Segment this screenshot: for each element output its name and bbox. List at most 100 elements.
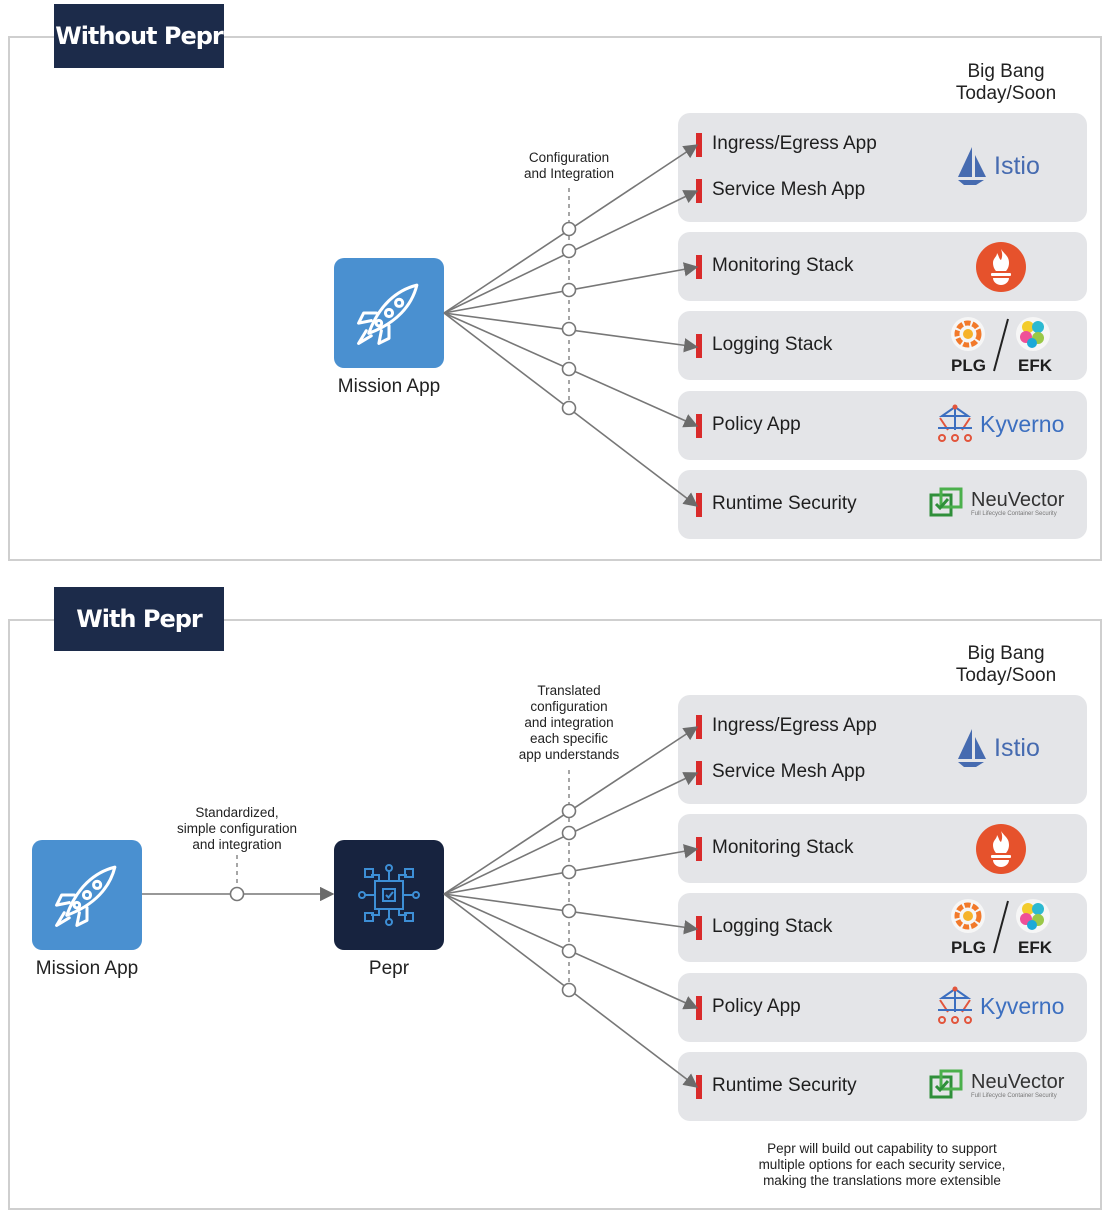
card-marker <box>696 493 702 517</box>
card-runtime: Runtime Security NeuVector Full Lifecycl… <box>678 470 1087 539</box>
pepr-tile <box>334 840 444 950</box>
service-runtime-2: Runtime Security <box>712 1075 857 1096</box>
with-junction-dot <box>561 825 577 841</box>
card-policy-2: Policy App Kyverno <box>678 973 1087 1042</box>
elastic-icon <box>1016 899 1050 933</box>
bigbang-heading-2: Big Bang Today/Soon <box>955 643 1057 686</box>
card-istio-2: Ingress/Egress App Service Mesh App Isti… <box>678 695 1087 804</box>
mission-app-label: Mission App <box>337 376 441 397</box>
prometheus-icon <box>976 824 1026 874</box>
plg-label: PLG <box>951 938 986 957</box>
card-marker <box>696 179 702 203</box>
with-junction-dot <box>561 982 577 998</box>
service-policy: Policy App <box>712 414 801 435</box>
chip-icon <box>358 864 420 926</box>
standardized-note: Standardized, simple configuration and i… <box>176 805 298 852</box>
neuvector-wordmark: NeuVector <box>971 489 1065 511</box>
without-junction-dot <box>561 221 577 237</box>
service-ingress-egress: Ingress/Egress App <box>712 133 877 154</box>
card-monitoring-2: Monitoring Stack <box>678 814 1087 883</box>
card-marker <box>696 414 702 438</box>
bigbang-heading: Big Bang Today/Soon <box>955 61 1057 104</box>
istio-sail-icon <box>958 147 986 185</box>
card-istio: Ingress/Egress App Service Mesh App Isti… <box>678 113 1087 222</box>
card-logging: Logging Stack PLG EFK <box>678 311 1087 380</box>
with-pepr-tag: With Pepr <box>54 587 224 651</box>
service-monitoring-2: Monitoring Stack <box>712 837 854 858</box>
card-marker <box>696 255 702 279</box>
efk-label: EFK <box>1018 356 1052 375</box>
neuvector-wordmark: NeuVector <box>971 1071 1065 1093</box>
neuvector-icon <box>929 1069 963 1099</box>
service-ingress-egress-2: Ingress/Egress App <box>712 715 877 736</box>
grafana-icon <box>951 899 985 933</box>
elastic-icon <box>1016 317 1050 351</box>
without-junction-dot <box>561 400 577 416</box>
with-junction-dot <box>561 864 577 880</box>
istio-wordmark: Istio <box>994 151 1040 180</box>
neuvector-wordmark-block: NeuVector Full Lifecycle Container Secur… <box>971 490 1064 518</box>
neuvector-tagline: Full Lifecycle Container Security <box>971 511 1057 517</box>
without-junction-dot <box>561 321 577 337</box>
service-logging-2: Logging Stack <box>712 916 833 937</box>
with-junction-dot <box>561 903 577 919</box>
grafana-icon <box>951 317 985 351</box>
prometheus-icon <box>976 242 1026 292</box>
kyverno-icon <box>938 986 972 1024</box>
service-runtime: Runtime Security <box>712 493 857 514</box>
standard-junction-dot <box>229 886 245 902</box>
kyverno-icon <box>938 404 972 442</box>
neuvector-tagline: Full Lifecycle Container Security <box>971 1093 1057 1099</box>
service-mesh-2: Service Mesh App <box>712 761 866 782</box>
card-marker <box>696 133 702 157</box>
card-policy: Policy App Kyverno <box>678 391 1087 460</box>
neuvector-wordmark-block: NeuVector Full Lifecycle Container Secur… <box>971 1072 1064 1100</box>
slash-divider <box>993 318 1009 372</box>
without-junction-dot <box>561 282 577 298</box>
kyverno-wordmark: Kyverno <box>980 992 1065 1019</box>
neuvector-icon <box>929 487 963 517</box>
mission-app-label-2: Mission App <box>35 958 139 979</box>
card-marker <box>696 334 702 358</box>
card-marker <box>696 715 702 739</box>
neuvector-logo: NeuVector Full Lifecycle Container Secur… <box>929 487 1064 521</box>
card-marker <box>696 1075 702 1099</box>
card-logging-2: Logging Stack PLG EFK <box>678 893 1087 962</box>
card-marker <box>696 996 702 1020</box>
istio-wordmark: Istio <box>994 733 1040 762</box>
without-pepr-tag: Without Pepr <box>54 4 224 68</box>
mission-app-tile <box>334 258 444 368</box>
card-runtime-2: Runtime Security NeuVector Full Lifecycl… <box>678 1052 1087 1121</box>
pepr-label: Pepr <box>368 958 410 979</box>
without-junction-dot <box>561 243 577 259</box>
neuvector-logo-2: NeuVector Full Lifecycle Container Secur… <box>929 1069 1064 1103</box>
translated-note: Translated configuration and integration… <box>518 683 620 762</box>
kyverno-logo: Kyverno <box>934 404 1064 444</box>
config-integration-note: Configuration and Integration <box>523 150 615 181</box>
istio-logo: Istio <box>954 145 1040 187</box>
footer-note: Pepr will build out capability to suppor… <box>758 1141 1006 1188</box>
mission-app-tile-2 <box>32 840 142 950</box>
istio-sail-icon <box>958 729 986 767</box>
service-policy-2: Policy App <box>712 996 801 1017</box>
card-marker <box>696 761 702 785</box>
card-marker <box>696 916 702 940</box>
rocket-icon <box>55 865 117 927</box>
efk-label: EFK <box>1018 938 1052 957</box>
without-junction-dot <box>561 361 577 377</box>
card-marker <box>696 837 702 861</box>
with-junction-dot <box>561 943 577 959</box>
service-logging: Logging Stack <box>712 334 833 355</box>
kyverno-wordmark: Kyverno <box>980 410 1065 437</box>
slash-divider <box>993 900 1009 954</box>
service-monitoring: Monitoring Stack <box>712 255 854 276</box>
kyverno-logo-2: Kyverno <box>934 986 1064 1026</box>
with-pepr-panel <box>8 619 1102 1210</box>
with-junction-dot <box>561 803 577 819</box>
istio-logo-2: Istio <box>954 727 1040 769</box>
rocket-icon <box>357 283 419 345</box>
plg-label: PLG <box>951 356 986 375</box>
service-mesh: Service Mesh App <box>712 179 866 200</box>
without-pepr-panel <box>8 36 1102 561</box>
